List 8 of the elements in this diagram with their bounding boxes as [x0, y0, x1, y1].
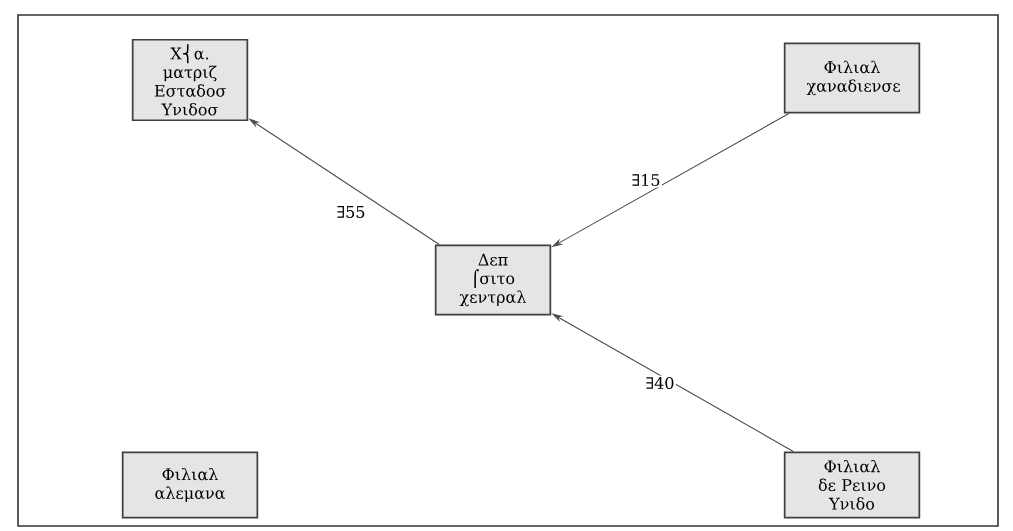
box: Φιλιαλ αλεμανα	[121, 451, 259, 519]
edge-label: ∃55	[335, 204, 367, 220]
box: Φιλιαλ χαναδιενσε	[783, 42, 921, 114]
box: Χ⎨α. ματριζ Εσταδοσ Υνιδοσ	[131, 38, 249, 122]
edge-label: ∃40	[644, 375, 676, 391]
edge-label: ∃15	[630, 172, 662, 188]
box: Φιλιαλ δε Ρεινο Υνιδο	[783, 451, 921, 519]
box: Δεπ ⌠σιτο χεντραλ	[434, 244, 552, 316]
